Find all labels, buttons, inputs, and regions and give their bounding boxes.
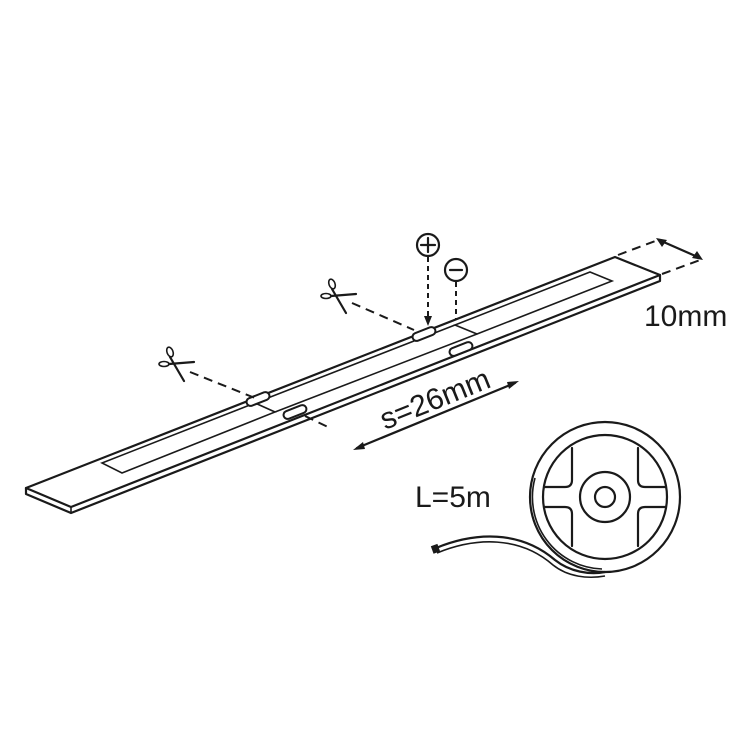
- led-strip: [24, 255, 662, 515]
- reel-icon: [430, 420, 682, 579]
- scissors-icon: [158, 346, 196, 383]
- width-label: 10mm: [644, 300, 727, 333]
- strip-front-edge: [24, 273, 662, 515]
- cut-line-left: [189, 371, 256, 399]
- solder-pads: [245, 326, 474, 420]
- cut-line-right: [351, 302, 415, 331]
- minus-circle-icon: [443, 257, 469, 283]
- length-label: L=5m: [415, 481, 491, 514]
- scissors-icon: [320, 278, 358, 315]
- plus-circle-icon: [415, 232, 441, 258]
- width-dimension-arrow: [657, 238, 702, 260]
- segment-label: s=26mm: [375, 362, 495, 436]
- segment-dimension-arrow: [355, 381, 517, 450]
- strip-window-right: [452, 271, 615, 335]
- arrow-down-icon: [424, 316, 432, 326]
